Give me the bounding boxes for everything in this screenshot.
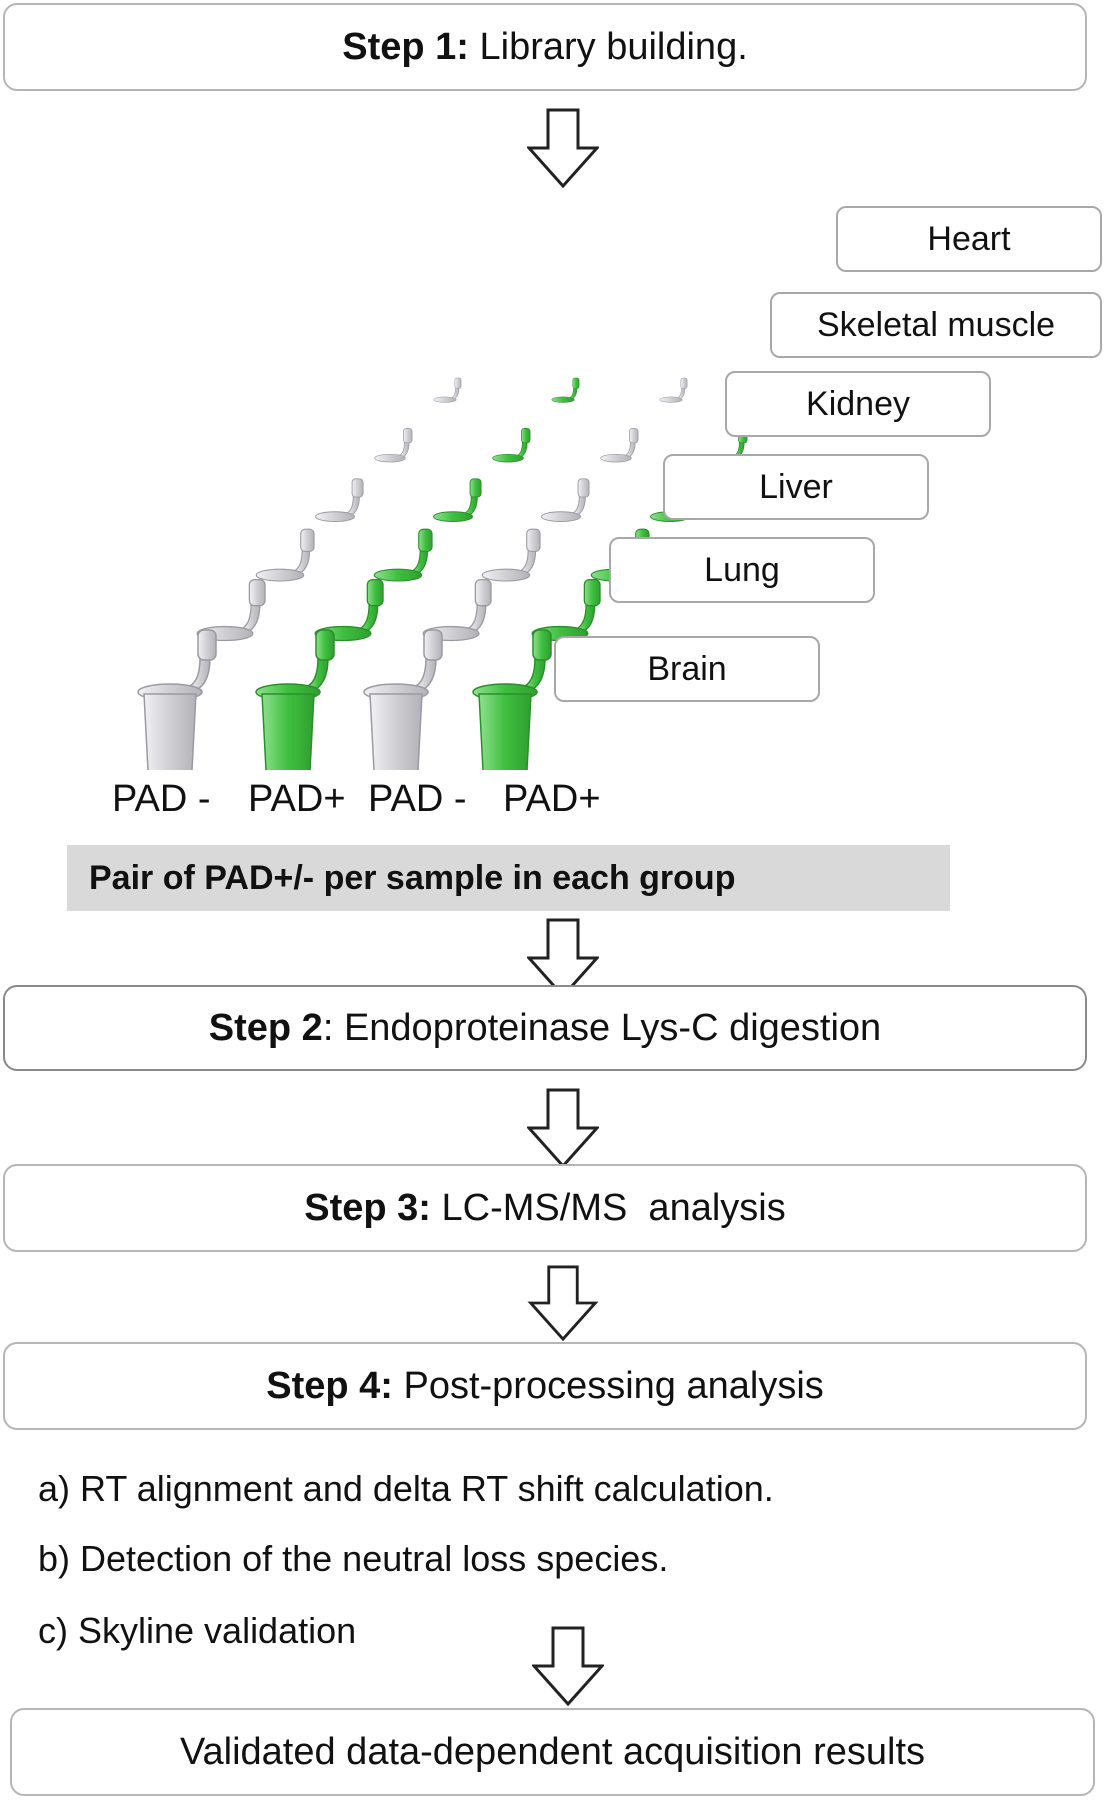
step3-label: Step 3: [304,1186,431,1229]
tube-icon [255,528,315,582]
tissue-skeletal-muscle: Skeletal muscle [770,292,1102,358]
substep-a: a) RT alignment and delta RT shift calcu… [38,1468,774,1509]
tube-icon [481,528,541,582]
step2-text: : Endoproteinase Lys-C digestion [322,1006,882,1049]
tissue-kidney: Kidney [725,371,991,437]
step3-text: LC-MS/MS analysis [430,1186,786,1229]
pad-label-3: PAD - [368,778,467,820]
tube-icon [433,478,482,522]
tube-icon [196,578,266,642]
step1-text: Library building. [468,25,748,68]
tissue-heart: Heart [836,206,1102,272]
down-arrow-icon [527,1265,599,1341]
step1-label: Step 1: [342,25,469,68]
step2-box: Step 2: Endoproteinase Lys-C digestion [3,985,1087,1071]
tissue-brain: Brain [554,636,820,702]
tube-icon [551,377,580,403]
down-arrow-icon [532,1626,604,1706]
step4-box: Step 4: Post-processing analysis [3,1342,1087,1430]
down-arrow-icon [527,1088,599,1168]
down-arrow-icon [527,108,599,188]
tissue-liver: Liver [663,454,929,520]
tube-icon [433,377,462,403]
tube-icon [374,428,413,463]
tube-icon [472,629,552,770]
step2-label: Step 2 [208,1006,323,1049]
tube-icon [492,428,531,463]
pair-summary-band: Pair of PAD+/- per sample in each group [67,845,950,911]
tube-icon [137,629,217,770]
substep-b: b) Detection of the neutral loss species… [38,1538,669,1579]
tube-icon [600,428,639,463]
step4-label: Step 4: [266,1364,393,1407]
tissue-lung: Lung [609,537,875,603]
pad-label-4: PAD+ [503,778,601,820]
tube-icon [255,629,335,770]
pad-label-2: PAD+ [248,778,346,820]
substep-c: c) Skyline validation [38,1610,357,1651]
step3-box: Step 3: LC-MS/MS analysis [3,1164,1087,1252]
tube-icon [541,478,590,522]
final-results-box: Validated data-dependent acquisition res… [10,1708,1095,1796]
tube-icon [315,478,364,522]
down-arrow-icon [527,918,599,998]
step1-box: Step 1: Library building. [3,3,1087,91]
tube-icon [373,528,433,582]
step4-text: Post-processing analysis [392,1364,824,1407]
tube-icon [659,377,688,403]
pad-label-1: PAD - [112,778,211,820]
tube-icon [363,629,443,770]
